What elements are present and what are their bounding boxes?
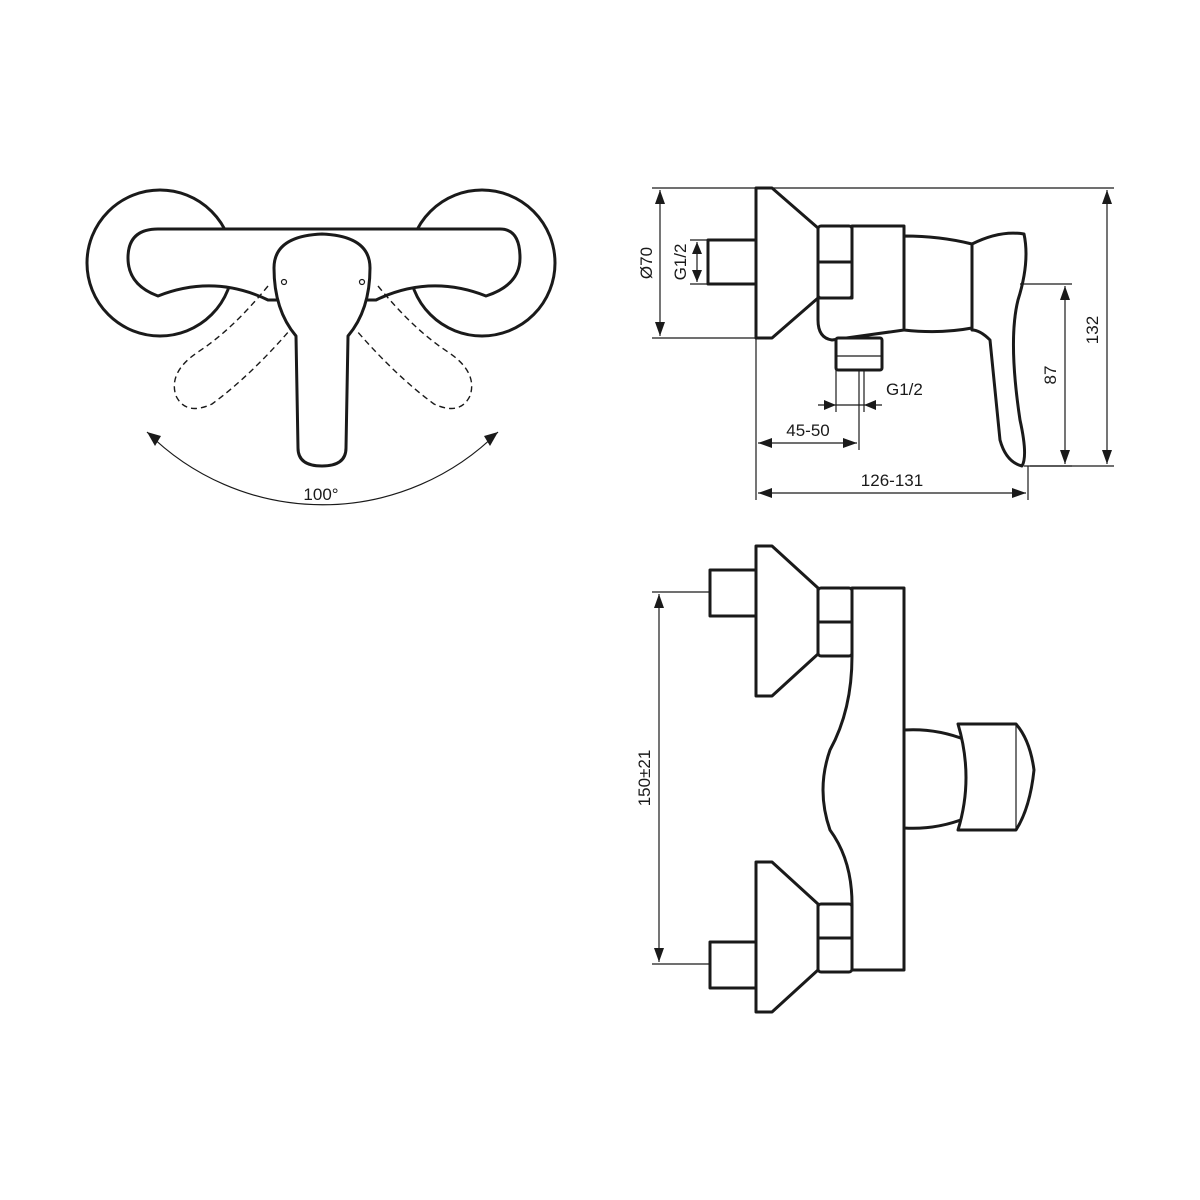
front-body <box>821 586 906 972</box>
side-inlet-nipple <box>706 238 758 286</box>
arrow <box>1012 488 1026 498</box>
arrow <box>654 948 664 962</box>
front-cartridge <box>902 728 968 830</box>
handle-screw-right <box>358 278 366 286</box>
arrow <box>824 400 836 410</box>
side-lever <box>970 231 1028 468</box>
handle-screw-left <box>280 278 288 286</box>
side-cartridge <box>902 234 974 334</box>
lever-handle-top <box>272 232 372 468</box>
dim-wall-to-outlet: 45-50 <box>786 421 829 440</box>
dim-total-height: 132 <box>1083 316 1102 344</box>
front-upper-flange <box>754 544 820 698</box>
dim-total-projection: 126-131 <box>861 471 923 490</box>
arrow <box>655 190 665 204</box>
arrow <box>758 438 772 448</box>
front-lower-flange <box>754 860 820 1014</box>
arrow <box>758 488 772 498</box>
arrow <box>864 400 876 410</box>
arrow <box>692 270 702 282</box>
dim-outlet-thread: G1/2 <box>886 380 923 399</box>
angle-arrow-right <box>484 432 498 446</box>
swivel-angle-arc <box>146 431 499 506</box>
swivel-angle-label: 100° <box>303 485 338 504</box>
arrow <box>843 438 857 448</box>
side-view: Ø70 G1/2 G1/2 45-50 126-131 87 <box>637 186 1114 500</box>
top-view: 100° <box>85 188 557 506</box>
arrow <box>1102 450 1112 464</box>
arrow <box>654 594 664 608</box>
front-upper-nipple <box>708 568 758 618</box>
dim-inlet-thread: G1/2 <box>671 244 690 281</box>
front-view: 150±21 <box>635 544 1036 1014</box>
dim-handle-height: 87 <box>1041 366 1060 385</box>
arrow <box>1060 286 1070 300</box>
handle-ghost-left <box>173 285 291 410</box>
front-lower-nipple <box>708 940 758 990</box>
handle-ghost-right <box>355 285 473 410</box>
front-handle <box>956 722 1036 832</box>
side-flange <box>754 186 820 340</box>
dim-inlet-centres: 150±21 <box>635 750 654 807</box>
arrow <box>692 242 702 254</box>
angle-arrow-left <box>147 432 161 446</box>
dim-flange-diameter: Ø70 <box>637 247 656 279</box>
arrow <box>1102 190 1112 204</box>
arrow <box>1060 450 1070 464</box>
side-outlet-nipple <box>834 336 884 372</box>
arrow <box>655 322 665 336</box>
